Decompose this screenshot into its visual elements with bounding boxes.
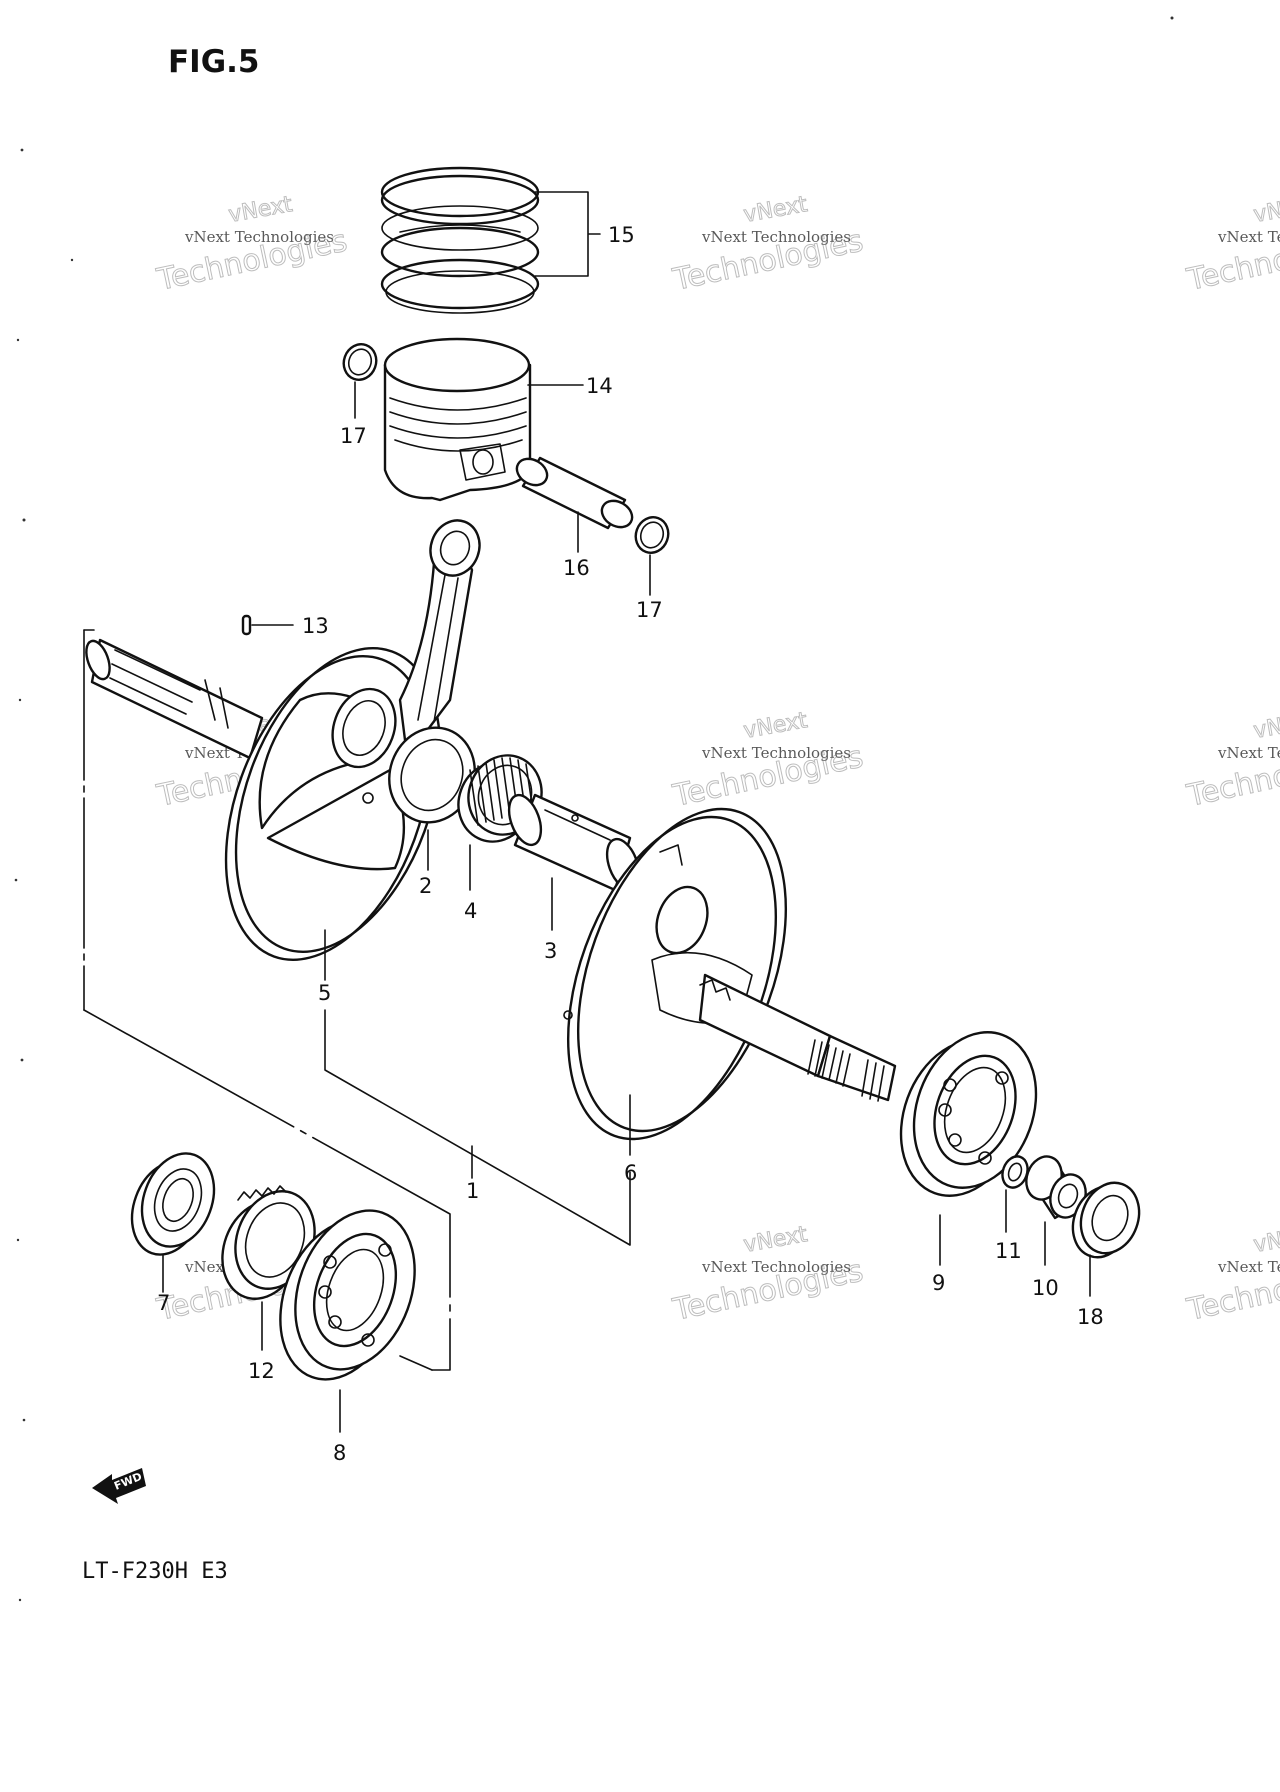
left-crankshaft bbox=[85, 638, 264, 760]
watermark: vNext vNext Technologies Technologies bbox=[153, 192, 351, 299]
left-small-bearing bbox=[130, 1152, 216, 1256]
svg-text:vNext Technologies: vNext Technologies bbox=[701, 744, 851, 762]
callout-10: 10 bbox=[1032, 1276, 1059, 1300]
svg-text:vNext Technologies: vNext Technologies bbox=[184, 228, 334, 246]
callout-18: 18 bbox=[1077, 1305, 1104, 1329]
callout-1: 1 bbox=[466, 1179, 479, 1203]
svg-text:vNext Technologies: vNext Technologies bbox=[1217, 1258, 1280, 1276]
right-flywheel bbox=[563, 807, 788, 1141]
callout-12: 12 bbox=[248, 1359, 275, 1383]
svg-text:vNext: vNext bbox=[742, 192, 810, 228]
watermark: vNext vNext Technologies Technologies bbox=[669, 192, 867, 299]
model-label: LT-F230H E3 bbox=[82, 1559, 228, 1584]
svg-text:vNext Technologies: vNext Technologies bbox=[1217, 228, 1280, 246]
circlip-left bbox=[342, 343, 378, 381]
callout-5: 5 bbox=[318, 981, 331, 1005]
callout-4: 4 bbox=[464, 899, 477, 923]
scan-speckles bbox=[14, 16, 1174, 1602]
svg-text:vNext: vNext bbox=[742, 1222, 810, 1258]
leader-15 bbox=[534, 191, 601, 277]
svg-text:vNext: vNext bbox=[1252, 708, 1280, 744]
right-bearing bbox=[899, 1031, 1038, 1197]
washer bbox=[1001, 1155, 1029, 1189]
svg-text:vNext: vNext bbox=[1252, 1222, 1280, 1258]
watermark: vNext vNext Technologies Technologies bbox=[669, 1222, 867, 1329]
callout-3: 3 bbox=[544, 939, 557, 963]
crank-pin-key bbox=[241, 614, 252, 636]
crank-pin bbox=[507, 793, 641, 892]
callout-11: 11 bbox=[995, 1239, 1022, 1263]
watermark: vNext vNext Technologies Technologies bbox=[669, 708, 867, 815]
callout-13: 13 bbox=[302, 614, 329, 638]
callout-9: 9 bbox=[932, 1271, 945, 1295]
figure-title: FIG.5 bbox=[168, 44, 260, 80]
callout-2: 2 bbox=[419, 874, 432, 898]
watermark: vNext vNext Technologies Technologies bbox=[1183, 192, 1280, 299]
watermark: vNext vNext Technologies Technologies bbox=[1183, 708, 1280, 815]
callout-14: 14 bbox=[586, 374, 613, 398]
svg-text:vNext Technologies: vNext Technologies bbox=[1217, 744, 1280, 762]
connecting-rod bbox=[388, 519, 481, 824]
watermark: vNext vNext Technologies Technologies bbox=[1183, 1222, 1280, 1329]
callout-7: 7 bbox=[157, 1291, 170, 1315]
svg-text:vNext: vNext bbox=[1252, 192, 1280, 228]
circlip-right bbox=[634, 516, 670, 554]
svg-text:vNext Technologies: vNext Technologies bbox=[701, 228, 851, 246]
fwd-arrow-icon: FWD bbox=[92, 1468, 146, 1504]
callout-16: 16 bbox=[563, 556, 590, 580]
callout-17-right: 17 bbox=[636, 598, 663, 622]
svg-text:vNext: vNext bbox=[742, 708, 810, 744]
svg-text:vNext Technologies: vNext Technologies bbox=[701, 1258, 851, 1276]
piston bbox=[383, 337, 532, 502]
right-crankshaft bbox=[698, 973, 897, 1102]
left-large-bearing bbox=[279, 1209, 416, 1381]
callout-15: 15 bbox=[608, 223, 635, 247]
assembly-bracket-lines bbox=[83, 629, 631, 1371]
callout-6: 6 bbox=[624, 1161, 637, 1185]
callout-8: 8 bbox=[333, 1441, 346, 1465]
piston-pin bbox=[515, 456, 634, 530]
svg-text:vNext: vNext bbox=[227, 192, 295, 228]
callout-17-left: 17 bbox=[340, 424, 367, 448]
piston-rings bbox=[380, 166, 540, 314]
left-flywheel bbox=[224, 647, 442, 961]
callout-labels: 15 14 17 16 17 13 2 4 3 5 1 6 11 9 10 18… bbox=[157, 223, 1104, 1465]
